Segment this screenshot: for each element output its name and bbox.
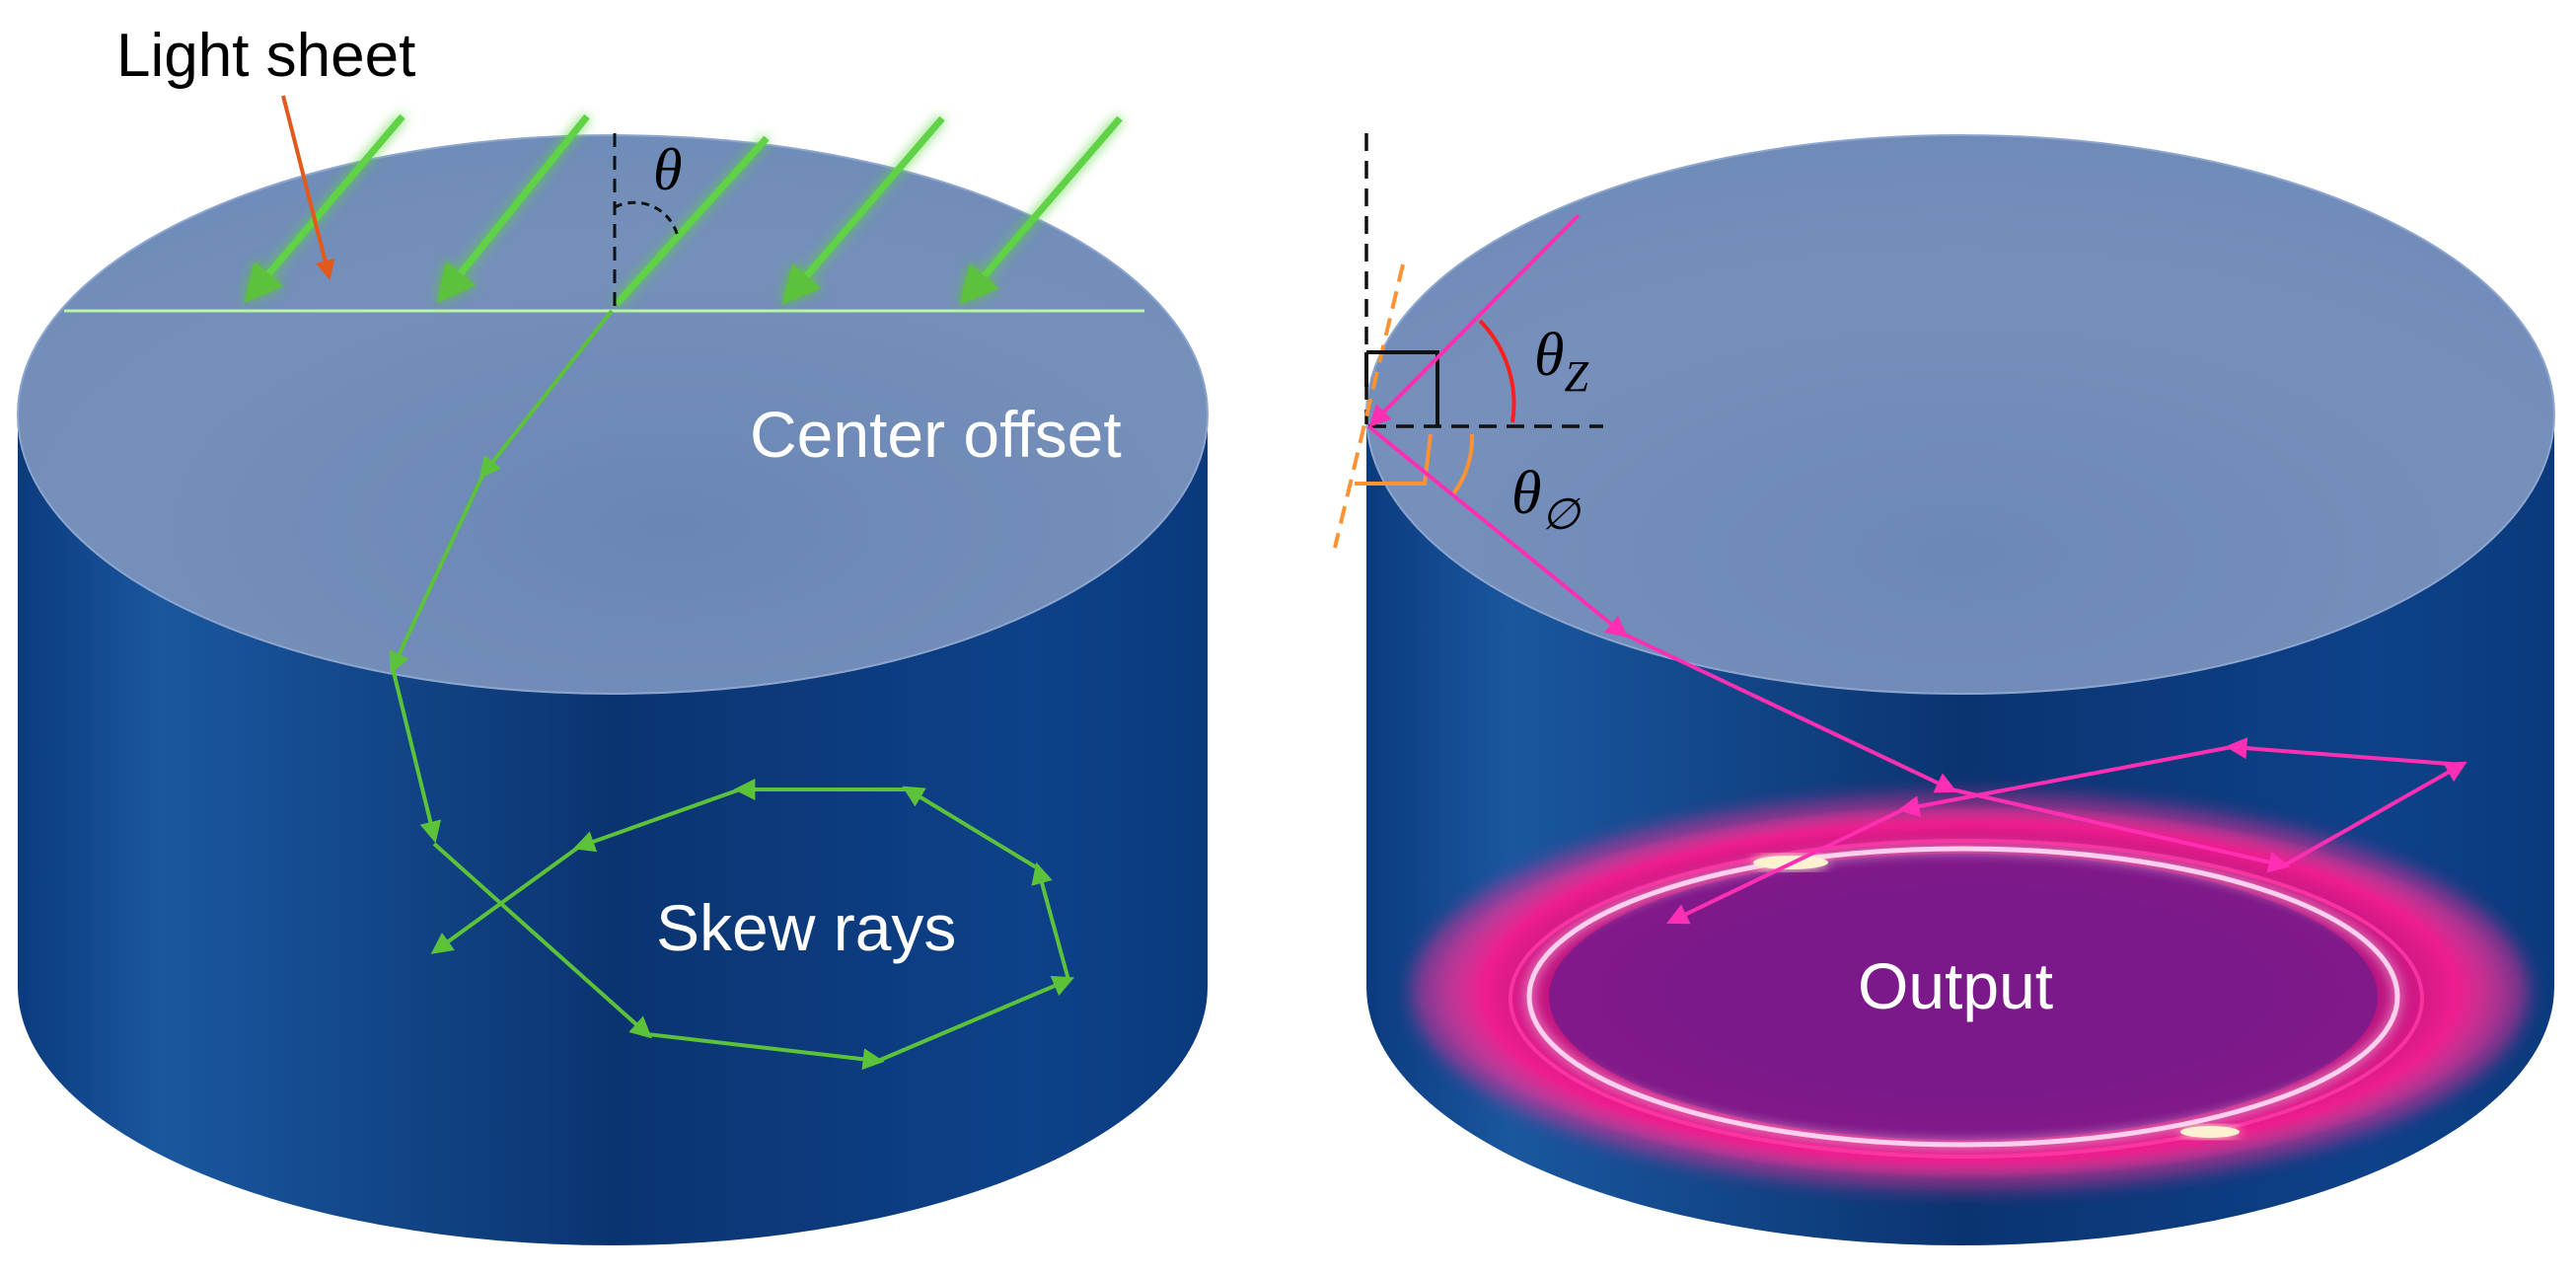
output-label: Output [1858, 949, 2053, 1022]
right-angle-box-black [1366, 350, 1439, 426]
skew-ray-segment [430, 845, 581, 954]
incident-beam [614, 135, 770, 307]
incident-beam [436, 113, 590, 303]
guided-ray [1897, 745, 2233, 817]
right-cylinder-top [1365, 134, 2555, 695]
output-pattern [1413, 794, 2528, 1189]
guided-ray [2283, 761, 2467, 867]
theta-z-arc [1478, 319, 1516, 423]
incident-beam [959, 115, 1123, 305]
skew-ray-segment [432, 842, 652, 1039]
magenta-rays [1366, 213, 2467, 925]
guided-ray [1622, 632, 1957, 793]
output-ring [1526, 846, 2400, 1148]
theta-phi-arc [1450, 433, 1475, 497]
incident-beam [781, 115, 945, 305]
refracted-ray-2 [389, 473, 485, 674]
output-inner [1549, 854, 2378, 1140]
skew-rays-label: Skew rays [656, 891, 956, 964]
left-cylinder-top [17, 134, 1209, 695]
skew-ray-segment [1031, 862, 1070, 981]
incident-beams [244, 113, 1123, 307]
light-sheet-label: Light sheet [116, 22, 415, 90]
output-hotspot [2180, 1126, 2240, 1138]
guided-ray [2225, 737, 2463, 767]
theta-label: θ [653, 137, 682, 202]
theta-z-label: θZ [1534, 322, 1588, 401]
skew-ray-segment [902, 786, 1040, 870]
skew-ray-loop [430, 779, 1075, 1071]
incident-beam [244, 113, 405, 303]
output-ring-outer [1509, 839, 2424, 1159]
skew-ray-segment [646, 1032, 885, 1071]
center-offset-label: Center offset [750, 398, 1122, 471]
skew-ray-segment [572, 787, 741, 853]
theta-phi-label: θ∅ [1511, 460, 1581, 539]
refracted-ray [478, 309, 614, 480]
theta-arc [614, 200, 680, 238]
right-angle-box-orange [1355, 433, 1433, 486]
guided-ray [1666, 807, 1905, 925]
skew-ray-segment [877, 975, 1075, 1063]
light-sheet-pointer [281, 95, 335, 280]
guided-ray [1366, 424, 1629, 638]
refracted-ray-3 [391, 667, 442, 844]
guided-ray [1950, 787, 2291, 873]
left-cylinder [17, 134, 1209, 1245]
incident-ray [1368, 213, 1581, 427]
